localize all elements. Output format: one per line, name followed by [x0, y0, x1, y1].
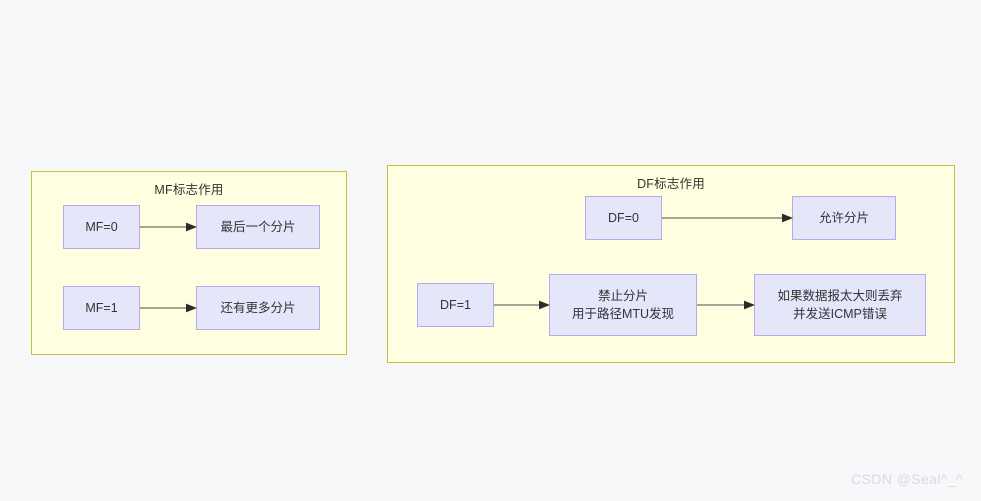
- group-df-flag: DF标志作用 DF=0 允许分片 DF=1 禁止分片 用于路径MTU发现 如果数…: [387, 165, 955, 363]
- node-mf-0-result-label: 最后一个分片: [220, 219, 296, 234]
- node-df-1-label: DF=1: [440, 297, 471, 312]
- node-df-1-result[interactable]: 禁止分片 用于路径MTU发现: [549, 274, 697, 336]
- arrow-right-icon: [697, 300, 756, 310]
- node-df-0[interactable]: DF=0: [585, 196, 662, 240]
- node-df-1-result-line1: 禁止分片: [597, 288, 648, 303]
- node-df-1-consequence-line2: 并发送ICMP错误: [793, 307, 887, 321]
- node-mf-1-result[interactable]: 还有更多分片: [196, 286, 320, 330]
- group-mf-flag: MF标志作用 MF=0 最后一个分片 MF=1 还有更多分片: [31, 171, 347, 355]
- node-mf-1-label: MF=1: [85, 300, 118, 315]
- node-mf-1-result-label: 还有更多分片: [220, 300, 296, 315]
- node-df-0-result[interactable]: 允许分片: [792, 196, 896, 240]
- node-mf-0-label: MF=0: [85, 219, 118, 234]
- node-df-1-result-line2: 用于路径MTU发现: [571, 307, 675, 321]
- node-df-1-consequence[interactable]: 如果数据报太大则丢弃 并发送ICMP错误: [754, 274, 926, 336]
- watermark: CSDN @Seal^_^: [851, 471, 963, 487]
- group-mf-title: MF标志作用: [154, 183, 224, 197]
- arrow-right-icon: [140, 303, 198, 313]
- group-df-title: DF标志作用: [637, 177, 705, 191]
- node-df-1-consequence-line1: 如果数据报太大则丢弃: [777, 288, 903, 303]
- node-mf-0-result[interactable]: 最后一个分片: [196, 205, 320, 249]
- node-mf-1[interactable]: MF=1: [63, 286, 140, 330]
- node-mf-0[interactable]: MF=0: [63, 205, 140, 249]
- arrow-right-icon: [494, 300, 551, 310]
- node-df-0-label: DF=0: [608, 210, 639, 225]
- node-df-1[interactable]: DF=1: [417, 283, 494, 327]
- arrow-right-icon: [662, 213, 794, 223]
- arrow-right-icon: [140, 222, 198, 232]
- node-df-0-result-label: 允许分片: [818, 210, 869, 225]
